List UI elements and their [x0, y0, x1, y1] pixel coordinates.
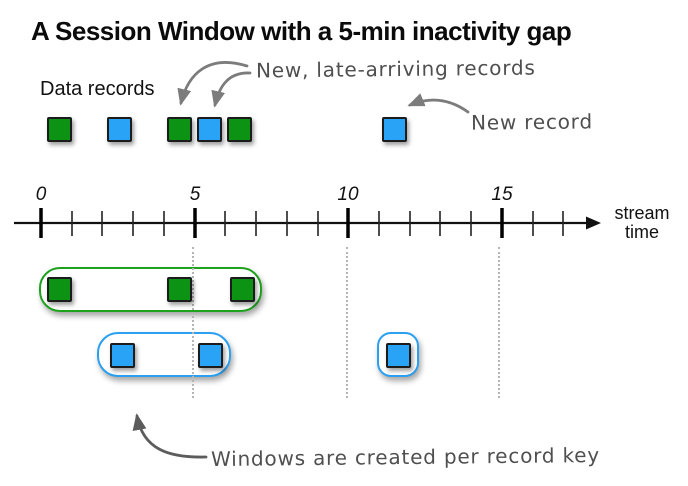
diagram-title: A Session Window with a 5-min inactivity… — [31, 16, 572, 46]
record-square-blue-late — [197, 117, 222, 142]
windows-annotation-arrow — [132, 413, 208, 459]
record-square-blue-new — [382, 117, 407, 142]
new-record-annotation: New record — [470, 109, 593, 135]
tick-label-5: 5 — [189, 184, 201, 205]
windowed-record-blue — [110, 343, 135, 368]
late-records-arrow-left — [177, 61, 249, 106]
record-square-blue — [107, 117, 132, 142]
tick-label-0: 0 — [35, 184, 47, 205]
axis-label-stream-time: stream time — [606, 204, 678, 242]
windowed-record-green — [167, 277, 192, 302]
late-records-arrow-right — [211, 71, 252, 108]
late-records-annotation: New, late-arriving records — [255, 55, 536, 83]
new-record-arrow — [407, 93, 470, 114]
windowed-record-green — [230, 277, 255, 302]
windowed-record-blue — [198, 343, 223, 368]
timeline-axis — [14, 208, 601, 238]
axis-label-line2: time — [624, 222, 659, 242]
axis-arrowhead-icon — [586, 216, 601, 230]
axis-label-line1: stream — [614, 203, 670, 223]
windows-per-key-annotation: Windows are created per record key — [210, 442, 601, 472]
record-square-green-late — [167, 117, 192, 142]
record-square-green — [47, 117, 72, 142]
dotted-gridline-15 — [498, 247, 500, 398]
dotted-gridline-10 — [346, 247, 348, 398]
windowed-record-blue-new — [386, 343, 411, 368]
windowed-record-green — [47, 277, 72, 302]
dotted-gridline-5 — [192, 247, 194, 398]
data-records-label: Data records — [40, 78, 155, 100]
record-square-green — [227, 117, 252, 142]
tick-label-10: 10 — [337, 184, 359, 205]
session-window-green-key — [39, 267, 262, 312]
tick-label-15: 15 — [491, 184, 513, 205]
